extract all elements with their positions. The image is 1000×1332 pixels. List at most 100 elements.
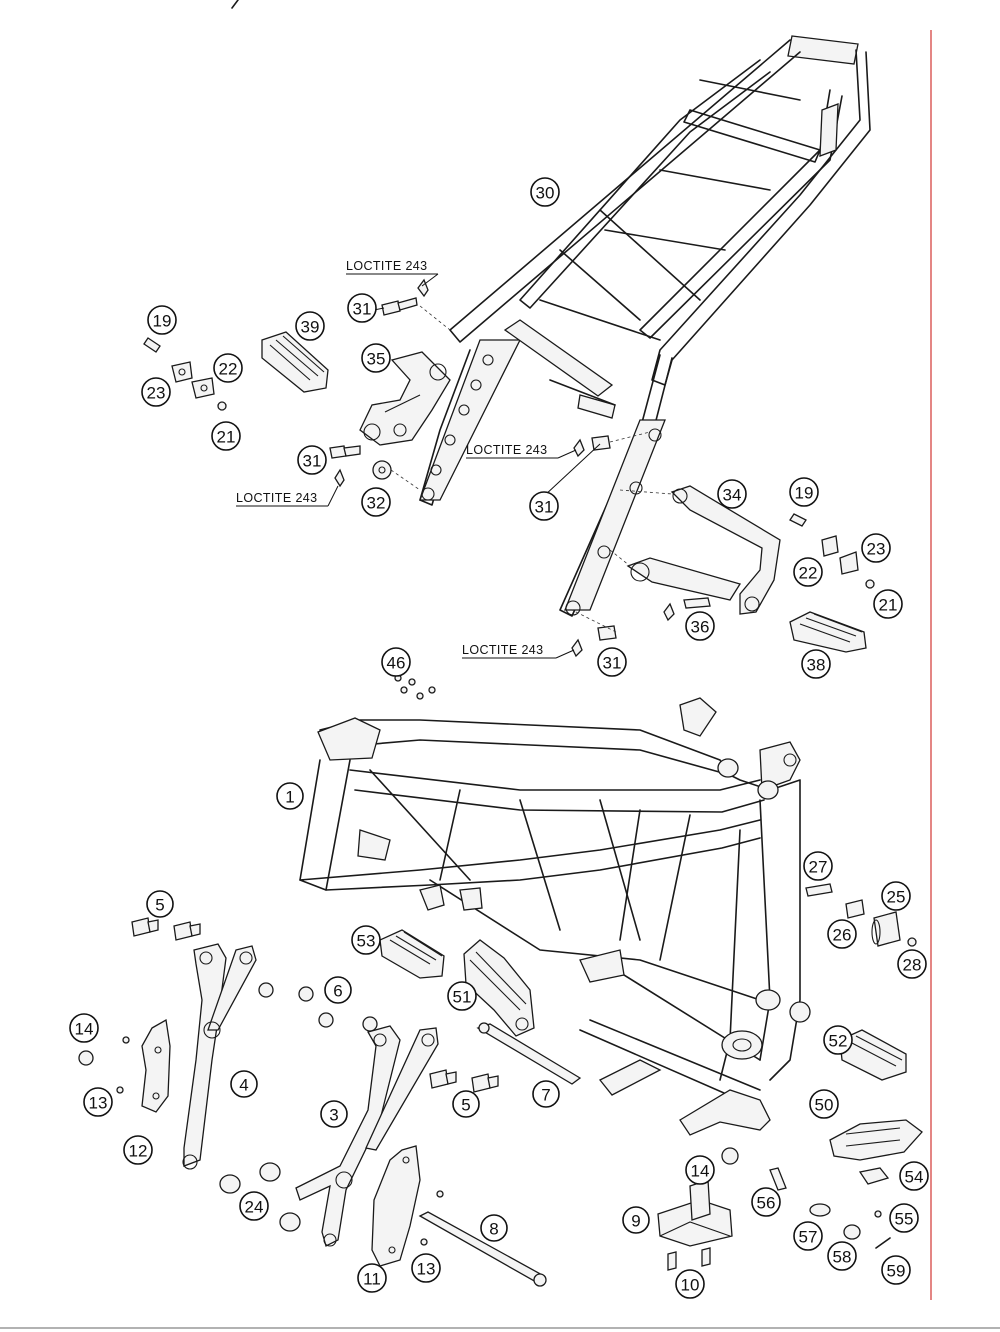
callout-bubble-13: 13: [83, 1087, 113, 1117]
parts-54-59: [769, 1167, 891, 1249]
callout-bubble-53: 53: [351, 925, 381, 955]
bubble-number: 11: [363, 1270, 381, 1289]
bubble-circle: [685, 611, 715, 641]
bubble-number: 46: [387, 654, 406, 673]
bubble-number: 23: [867, 540, 886, 559]
bubble-circle: [347, 293, 377, 323]
bubble-circle: [793, 1221, 823, 1251]
bubble-circle: [239, 1191, 269, 1221]
callout-bubble-56: 56: [751, 1187, 781, 1217]
loctite-callout-4: LOCTITE 243: [462, 643, 575, 659]
callout-bubble-26: 26: [827, 919, 857, 949]
bubble-circle: [361, 487, 391, 517]
bolt-31-top: [381, 278, 451, 331]
callout-bubble-3: 3: [320, 1100, 348, 1128]
callout-bubble-12: 12: [123, 1135, 153, 1165]
bubble-circle: [717, 479, 747, 509]
callout-bubble-31: 31: [529, 491, 559, 521]
parts-14-13-left: [78, 1036, 130, 1094]
bubble-circle: [297, 445, 327, 475]
callout-bubble-14: 14: [685, 1155, 715, 1185]
callout-bubble-50: 50: [809, 1089, 839, 1119]
bubble-circle: [809, 1089, 839, 1119]
bubble-number: 39: [301, 318, 320, 337]
nut-14-right: [721, 1147, 739, 1165]
bubble-number: 27: [809, 858, 828, 877]
bubble-circle: [622, 1206, 650, 1234]
bubble-number: 31: [535, 498, 554, 517]
callout-bubble-52: 52: [823, 1025, 853, 1055]
bubble-number: 32: [367, 494, 386, 513]
callout-bubble-46: 46: [381, 647, 411, 677]
callout-bubble-58: 58: [827, 1241, 857, 1271]
bubble-number: 19: [153, 312, 172, 331]
bubble-circle: [881, 881, 911, 911]
bubble-number: 31: [353, 300, 372, 319]
bubble-number: 35: [367, 350, 386, 369]
callout-bubble-21: 21: [211, 421, 241, 451]
callout-bubble-31: 31: [347, 293, 377, 323]
bubble-circle: [889, 1203, 919, 1233]
bubble-number: 24: [245, 1198, 264, 1217]
callout-bubble-13: 13: [411, 1253, 441, 1283]
shaft-8: [418, 1211, 547, 1287]
bubble-number: 9: [631, 1212, 640, 1231]
bubble-number: 31: [603, 654, 622, 673]
callout-bubble-21: 21: [873, 589, 903, 619]
bubble-circle: [789, 477, 819, 507]
bubble-number: 14: [75, 1020, 94, 1039]
bubble-number: 1: [285, 788, 294, 807]
bubble-number: 12: [129, 1142, 148, 1161]
bracket-box-9: [657, 1179, 733, 1247]
bubble-circle: [480, 1214, 508, 1242]
bubble-number: 28: [903, 956, 922, 975]
bolt-36: [663, 597, 711, 622]
passenger-bracket-35: [359, 351, 451, 446]
bubble-circle: [823, 1025, 853, 1055]
bubble-circle: [295, 311, 325, 341]
callout-bubble-51: 51: [447, 981, 477, 1011]
bubble-circle: [529, 491, 559, 521]
svg-text:LOCTITE 243: LOCTITE 243: [236, 491, 318, 505]
callout-bubble-7: 7: [532, 1080, 560, 1108]
callout-bubble-55: 55: [889, 1203, 919, 1233]
callout-bubble-54: 54: [899, 1161, 929, 1191]
callout-bubble-34: 34: [717, 479, 747, 509]
bubble-circle: [873, 589, 903, 619]
callout-bubble-23: 23: [861, 533, 891, 563]
bubble-circle: [803, 851, 833, 881]
parts-25-28: [805, 883, 917, 947]
shaft-7: [476, 1022, 582, 1085]
bubble-circle: [899, 1161, 929, 1191]
bubble-number: 31: [303, 452, 322, 471]
screw-13-right: [420, 1190, 444, 1246]
screws-10: [667, 1247, 711, 1271]
callout-bubble-35: 35: [361, 343, 391, 373]
callout-bubble-27: 27: [803, 851, 833, 881]
bubble-circle: [320, 1100, 348, 1128]
callout-bubble-31: 31: [297, 445, 327, 475]
bubble-circle: [381, 647, 411, 677]
bubble-number: 56: [757, 1194, 776, 1213]
cropped-glyph: [231, 0, 239, 9]
callout-bubble-22: 22: [213, 353, 243, 383]
screws-46: [394, 674, 436, 700]
footpeg-53: [379, 929, 445, 979]
bubble-number: 14: [691, 1162, 710, 1181]
bolt-31-left: [329, 445, 421, 491]
bubble-circle: [897, 949, 927, 979]
bubble-circle: [230, 1070, 258, 1098]
callout-bubble-10: 10: [675, 1269, 705, 1299]
bubble-number: 58: [833, 1248, 852, 1267]
bubble-circle: [69, 1013, 99, 1043]
bubble-circle: [452, 1090, 480, 1118]
bubble-circle: [123, 1135, 153, 1165]
loctite-callout-2: LOCTITE 243: [466, 443, 577, 459]
subframe-part-30: [419, 35, 871, 617]
spacers-24: [219, 1162, 301, 1232]
bubble-circle: [324, 976, 352, 1004]
loctite-callout-3: LOCTITE 243: [236, 485, 339, 507]
main-frame-part-1: [299, 697, 811, 1136]
bubble-number: 3: [329, 1106, 338, 1125]
